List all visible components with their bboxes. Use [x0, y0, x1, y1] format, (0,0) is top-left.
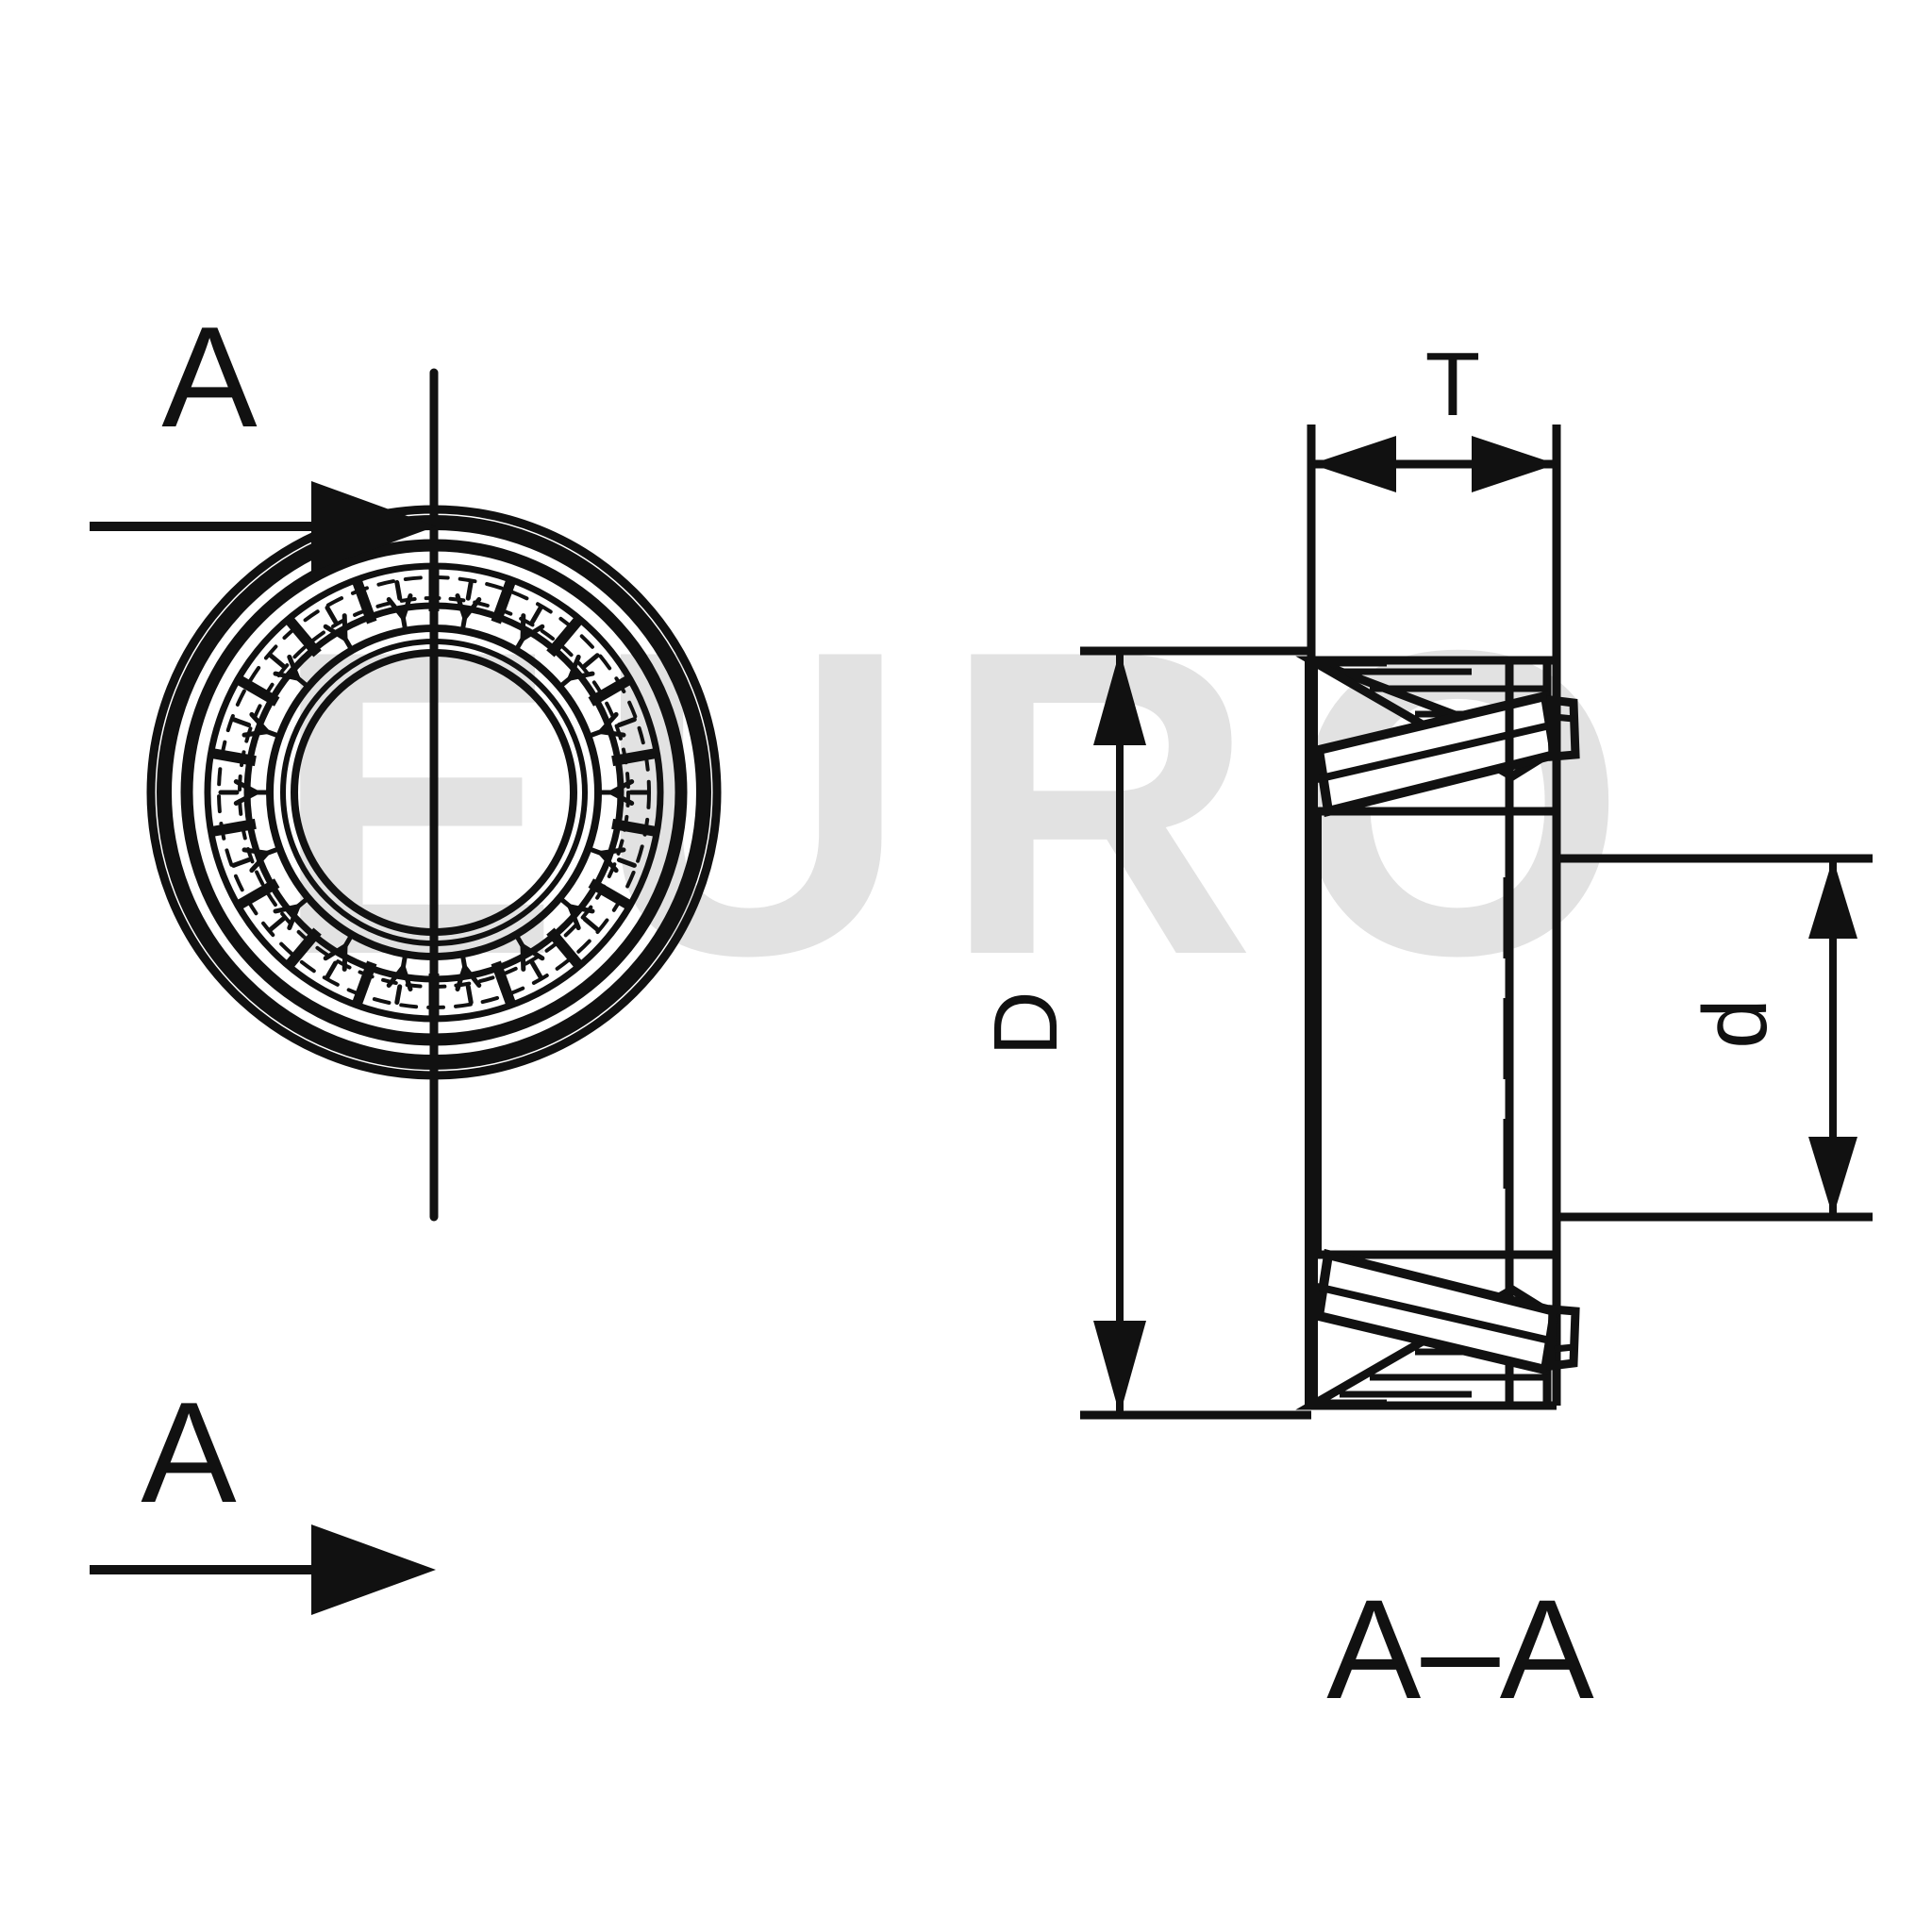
cage-bar	[208, 818, 257, 838]
roller-end-chevron	[323, 624, 348, 641]
roller-end-chevron	[520, 624, 545, 641]
cage-bar	[491, 960, 517, 1009]
cage-bar	[233, 674, 280, 707]
dimension-t	[1307, 425, 1561, 666]
cage-bar	[283, 614, 322, 658]
dim-bore-arrow-top	[1808, 858, 1857, 939]
roller-end-chevron	[520, 943, 526, 972]
roller-end-chevron	[386, 597, 406, 621]
cage-bar	[233, 878, 280, 911]
roller-end-chevron	[455, 964, 468, 991]
cage-bar	[588, 878, 635, 911]
dim-d-arrow-top	[1093, 651, 1146, 745]
roller-end-chevron	[341, 613, 348, 641]
section-view-a-a	[1295, 656, 1580, 1410]
roller-end-chevron	[242, 847, 270, 856]
roller-end-chevron	[567, 904, 581, 931]
section-arrow-group	[90, 481, 436, 1615]
roller-end-chevron	[520, 943, 545, 961]
roller-end-chevron	[233, 779, 259, 795]
roller-end-chevron	[233, 790, 259, 806]
section-label-a-top: A	[161, 297, 258, 458]
roller-end-chevron	[567, 671, 595, 681]
roller-end-chevron	[249, 850, 270, 874]
cage-bar	[491, 575, 517, 625]
cage-bar	[283, 927, 322, 971]
section-arrow-top-head	[311, 481, 436, 572]
roller-end-chevron	[273, 671, 301, 681]
roller-end-chevron	[567, 904, 595, 914]
dim-t-arrow-left	[1311, 436, 1396, 492]
cage-bar	[611, 747, 660, 767]
roller-end-chevron	[598, 711, 619, 735]
roller-bottom-axis	[1316, 1283, 1551, 1344]
cup-rib-bottom	[1546, 1305, 1580, 1372]
dim-t-label: T	[1425, 334, 1481, 435]
front-view	[146, 368, 722, 1222]
roller-end-chevron	[287, 654, 301, 681]
roller-end-chevron	[462, 597, 482, 621]
cup-rib-bottom-hatch	[1554, 1343, 1574, 1353]
cage-bar	[546, 927, 585, 971]
cage-bar	[351, 575, 377, 625]
roller-end-chevron	[386, 964, 406, 988]
roller-pocket-group	[208, 564, 660, 1021]
roller-end-chevron	[287, 904, 301, 931]
roller-end-chevron	[249, 711, 270, 735]
dim-bore-label: d	[1685, 998, 1786, 1048]
roller-end-chevron	[608, 790, 635, 806]
cage-bar	[351, 960, 377, 1009]
roller-end-chevron	[608, 779, 635, 795]
cup-rib-top	[1546, 694, 1580, 761]
roller-end-chevron	[273, 904, 301, 914]
cage-bar	[208, 747, 257, 767]
roller-end-chevron	[400, 964, 413, 991]
roller-end-chevron	[323, 943, 348, 961]
dim-t-arrow-right	[1472, 436, 1557, 492]
roller-end-chevron	[462, 964, 482, 988]
dim-d-label: D	[975, 991, 1076, 1056]
dimension-d-bore	[1557, 854, 1873, 1222]
roller-end-chevron	[341, 943, 348, 972]
roller-end-chevron	[455, 593, 468, 621]
dim-d-arrow-bottom	[1093, 1321, 1146, 1415]
dimension-d-outer	[1080, 646, 1311, 1420]
cage-bar	[546, 614, 585, 658]
section-view-title: A–A	[1326, 1570, 1594, 1728]
section-arrow-bottom-head	[311, 1524, 436, 1615]
roller-end-chevron	[242, 729, 270, 738]
section-label-a-bottom: A	[141, 1373, 237, 1533]
cage-bar	[588, 674, 635, 707]
roller-end-chevron	[598, 729, 626, 738]
cage-bar	[611, 818, 660, 838]
roller-end-chevron	[598, 850, 619, 874]
roller-end-chevron	[520, 613, 526, 641]
roller-end-chevron	[400, 593, 413, 621]
roller-end-chevron	[567, 654, 581, 681]
dim-bore-arrow-bottom	[1808, 1137, 1857, 1217]
roller-end-chevron	[598, 847, 626, 856]
